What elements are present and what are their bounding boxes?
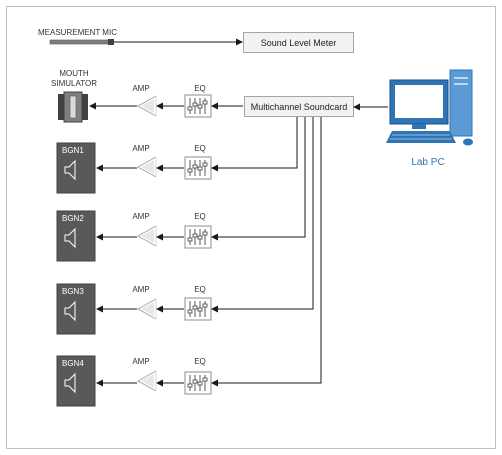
- sound-level-meter-box: [243, 32, 354, 53]
- bgn1-label: BGN1: [62, 146, 84, 155]
- amp-label-bgn1: AMP: [132, 144, 149, 153]
- computer-icon: [386, 69, 473, 146]
- eq-label-bgn4: EQ: [194, 357, 206, 366]
- mouth-label-line1: MOUTH: [59, 69, 89, 78]
- soundcard-label: Multichannel Soundcard: [251, 102, 348, 112]
- amp-label-bgn2: AMP: [132, 212, 149, 221]
- soundcard-to-eq-bgn3-wire: [211, 117, 314, 313]
- soundcard-to-eq-bgn4-wire: [211, 117, 322, 387]
- amp-label-mouth: AMP: [132, 84, 149, 93]
- lab-pc-label: Lab PC: [411, 157, 444, 168]
- bgn3-label: BGN3: [62, 287, 84, 296]
- bgn4-label: BGN4: [62, 359, 84, 368]
- sound-level-meter-label: Sound Level Meter: [261, 38, 337, 48]
- bgn2-label: BGN2: [62, 214, 84, 223]
- soundcard-to-eq-bgn1-wire: [211, 117, 298, 172]
- mouth-simulator-icon: [58, 91, 88, 123]
- equalizer-icon-bgn1: [184, 156, 212, 180]
- equalizer-icon-bgn2: [184, 225, 212, 249]
- eq-label-mouth: EQ: [194, 84, 206, 93]
- equalizer-icon-bgn3: [184, 297, 212, 321]
- eq-label-bgn3: EQ: [194, 285, 206, 294]
- equalizer-icon-bgn4: [184, 371, 212, 395]
- soundcard-to-eq-bgn2-wire: [211, 117, 306, 241]
- amp-label-bgn3: AMP: [132, 285, 149, 294]
- microphone-icon: [49, 39, 114, 45]
- equalizer-icon-mouth: [184, 94, 212, 118]
- eq-label-bgn2: EQ: [194, 212, 206, 221]
- mouth-label-line2: SIMULATOR: [51, 79, 97, 88]
- eq-label-bgn1: EQ: [194, 144, 206, 153]
- amp-label-bgn4: AMP: [132, 357, 149, 366]
- mic-label: MEASUREMENT MIC: [38, 28, 117, 37]
